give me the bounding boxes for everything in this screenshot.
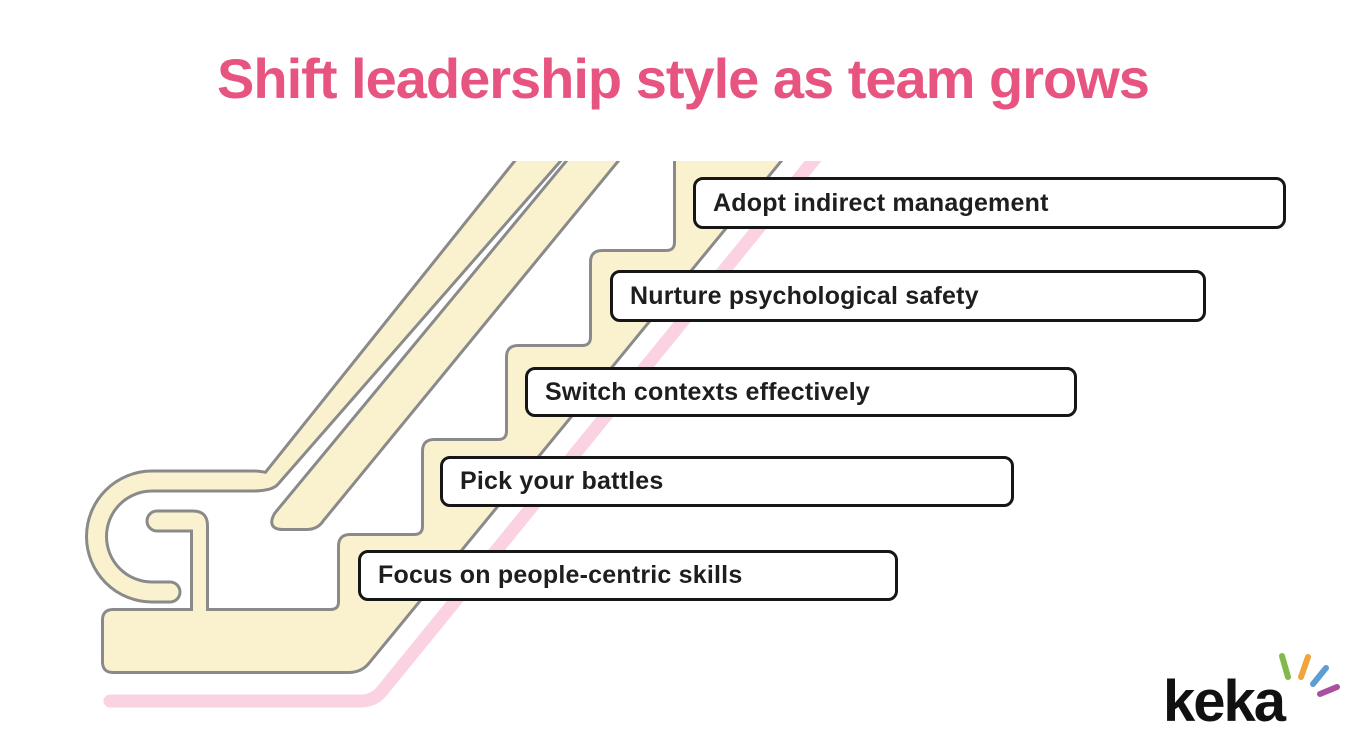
ray-purple [1317,684,1340,697]
step-label: Pick your battles [460,467,664,495]
pink-track-stripe [103,161,822,708]
step-label: Nurture psychological safety [630,281,979,310]
handrail-post-shape [148,512,206,614]
keka-logo-rays-icon [1279,653,1340,697]
keka-logo-text: keka [1163,669,1286,734]
step-label: Switch contexts effectively [545,377,870,406]
step-box-switch-contexts-effectively: Switch contexts effectively [525,367,1077,417]
step-box-nurture-psychological-safety: Nurture psychological safety [610,270,1206,322]
step-box-focus-on-people-centric-skills: Focus on people-centric skills [358,550,898,601]
ray-orange [1298,654,1311,680]
step-box-pick-your-battles: Pick your battles [440,456,1014,507]
step-label: Focus on people-centric skills [378,561,743,589]
keka-logo: keka [1150,645,1350,740]
handrail-shape [88,161,559,601]
ray-green [1279,653,1291,680]
step-box-adopt-indirect-management: Adopt indirect management [693,177,1286,229]
page-title: Shift leadership style as team grows [217,47,1150,110]
ray-blue [1310,665,1329,687]
balustrade-shape [273,161,617,528]
step-label: Adopt indirect management [713,188,1049,217]
